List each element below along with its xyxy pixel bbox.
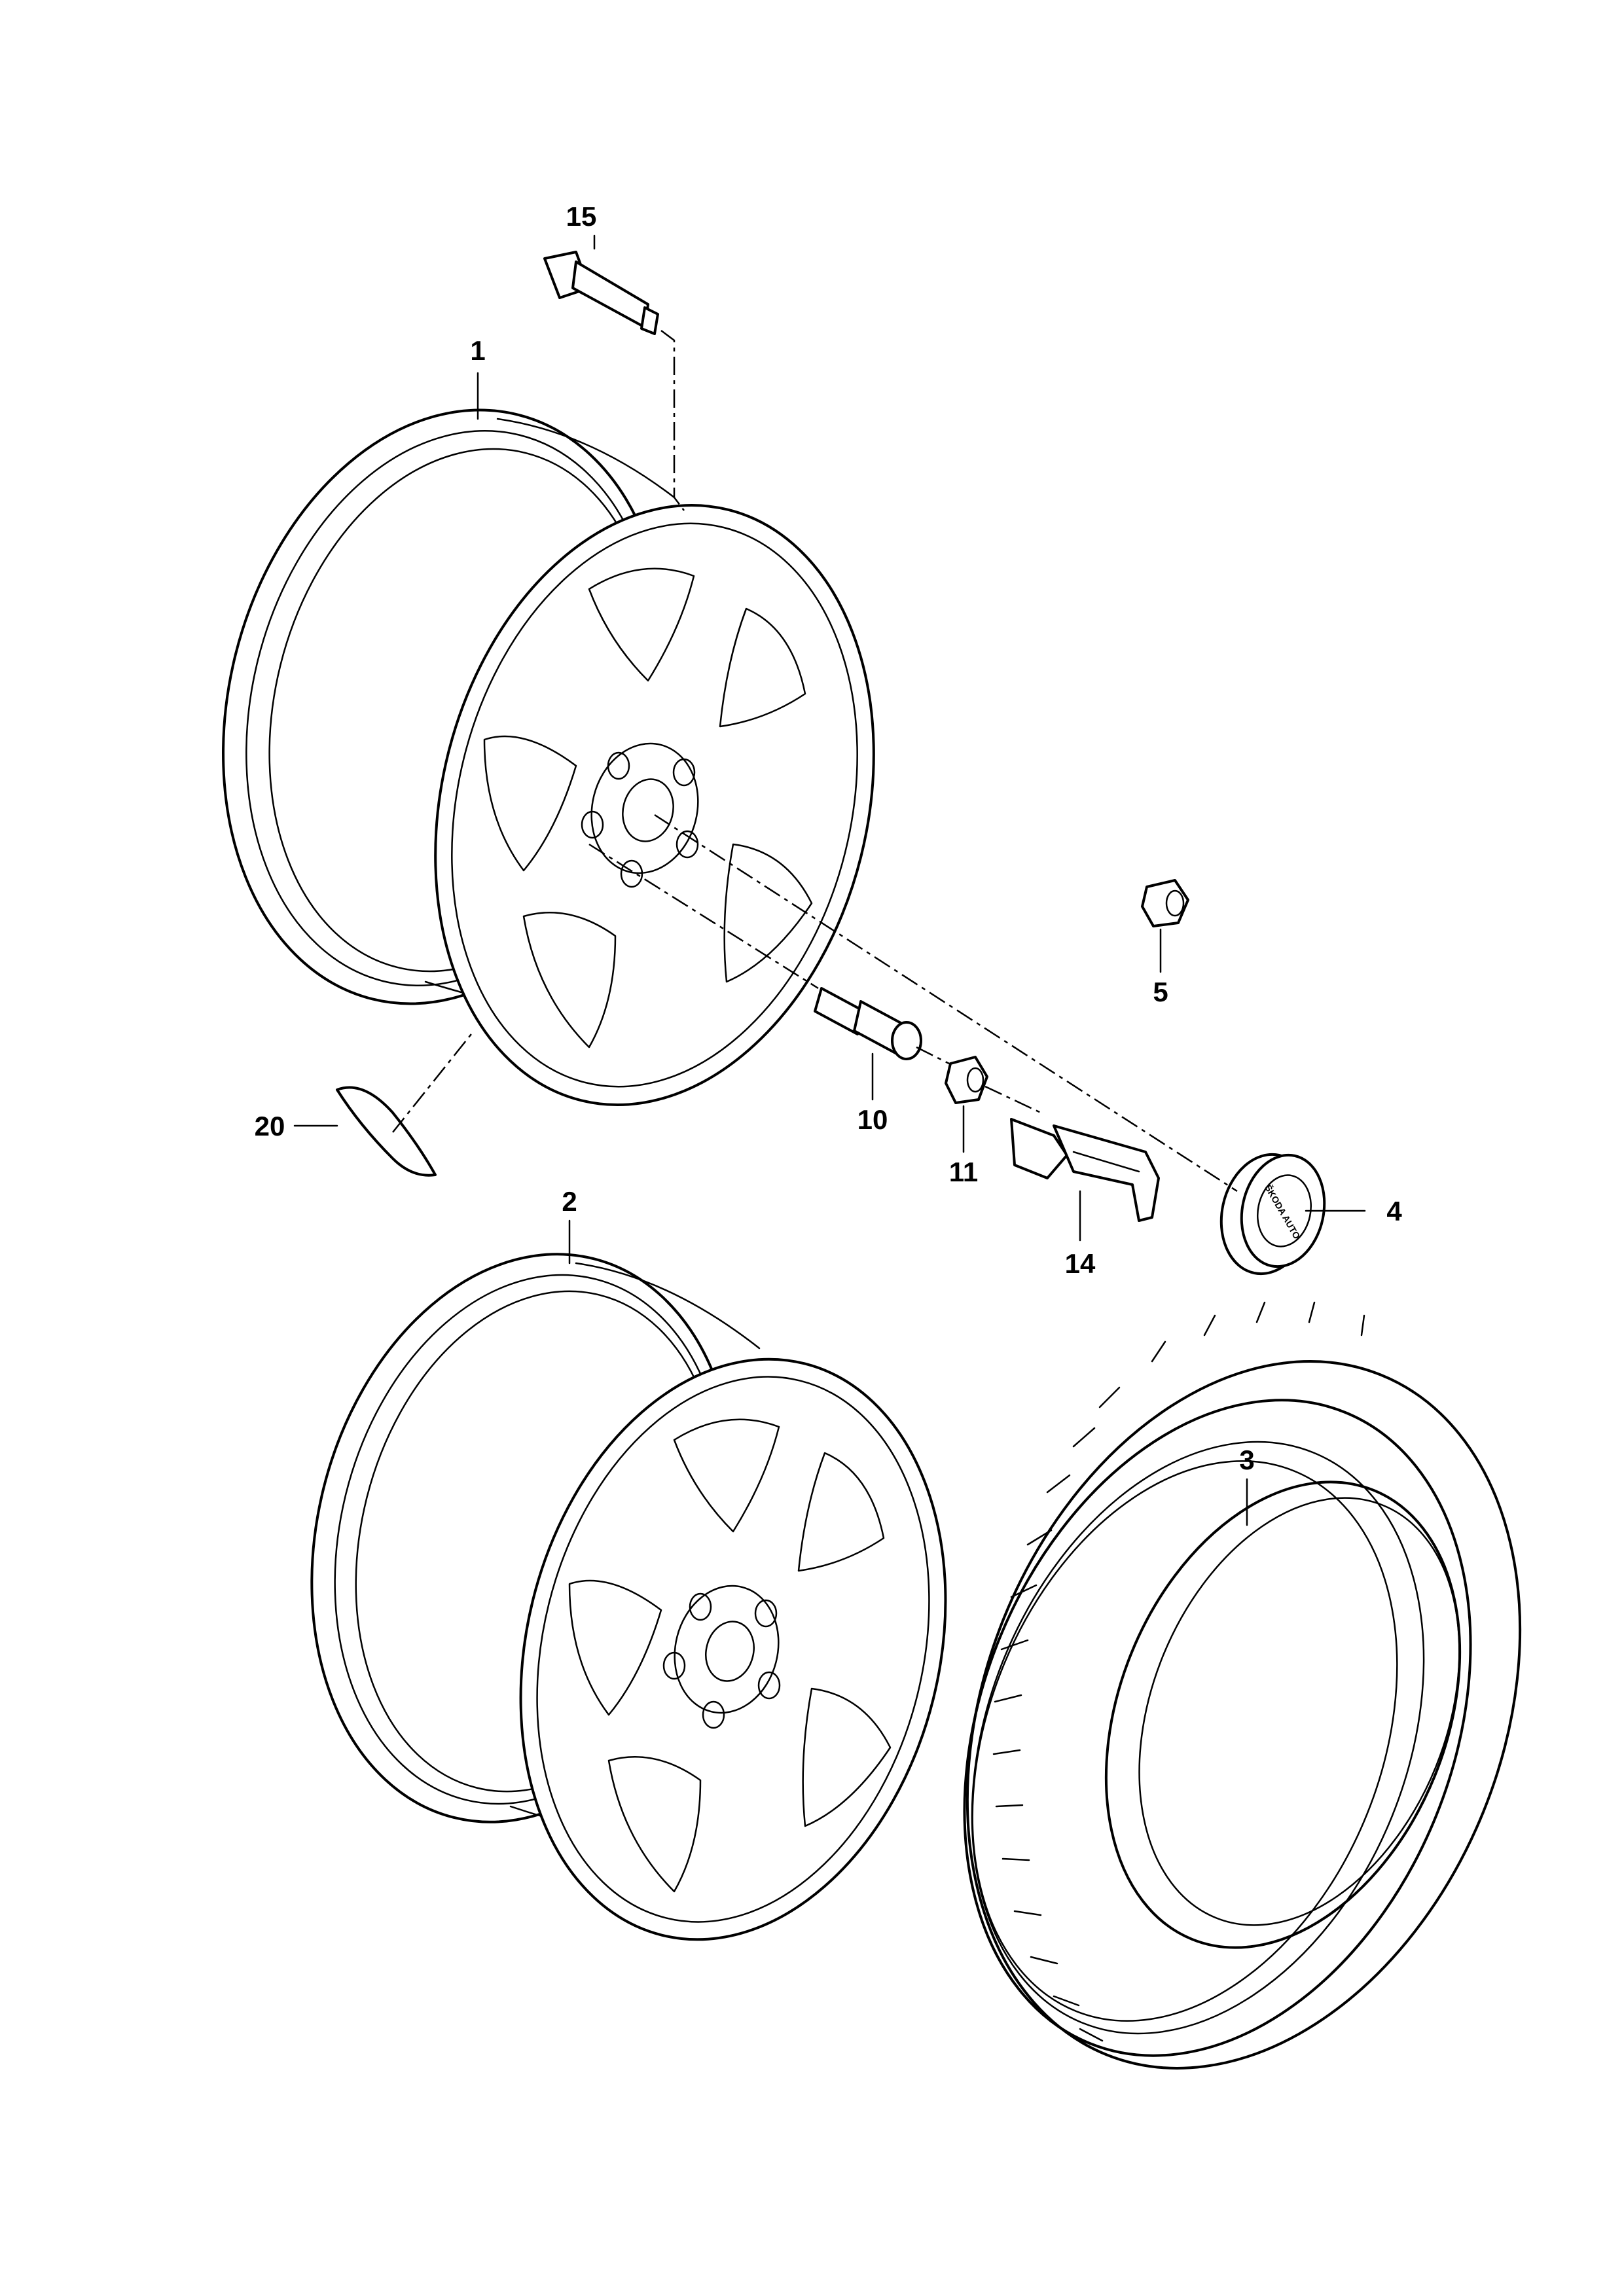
nut-part-11 bbox=[945, 1056, 988, 1104]
nut-part-5 bbox=[1141, 879, 1189, 927]
callout-1: 1 bbox=[470, 335, 485, 366]
hub-cap-part-4: ŠKODA AUTO bbox=[1219, 1153, 1326, 1276]
callout-20: 20 bbox=[255, 1111, 285, 1141]
leader-lines bbox=[293, 234, 1366, 1526]
wheel-bolt-part-10 bbox=[814, 987, 922, 1060]
tool-part-14 bbox=[1010, 1118, 1160, 1222]
callout-4: 4 bbox=[1386, 1196, 1402, 1227]
callout-5: 5 bbox=[1153, 977, 1168, 1007]
callout-11: 11 bbox=[949, 1157, 978, 1187]
wheel-rim-2 bbox=[310, 1253, 947, 1941]
wheel-rim-1 bbox=[222, 408, 875, 1106]
callout-14: 14 bbox=[1065, 1248, 1096, 1279]
tyre bbox=[963, 1301, 1522, 2070]
callout-15: 15 bbox=[566, 201, 597, 232]
assembly-centre-lines bbox=[392, 814, 1238, 1193]
callout-10: 10 bbox=[857, 1104, 888, 1135]
valve-part-15 bbox=[543, 251, 685, 511]
balance-weight-part-20 bbox=[336, 1086, 437, 1177]
callout-3: 3 bbox=[1239, 1444, 1254, 1475]
callout-2: 2 bbox=[562, 1186, 577, 1217]
